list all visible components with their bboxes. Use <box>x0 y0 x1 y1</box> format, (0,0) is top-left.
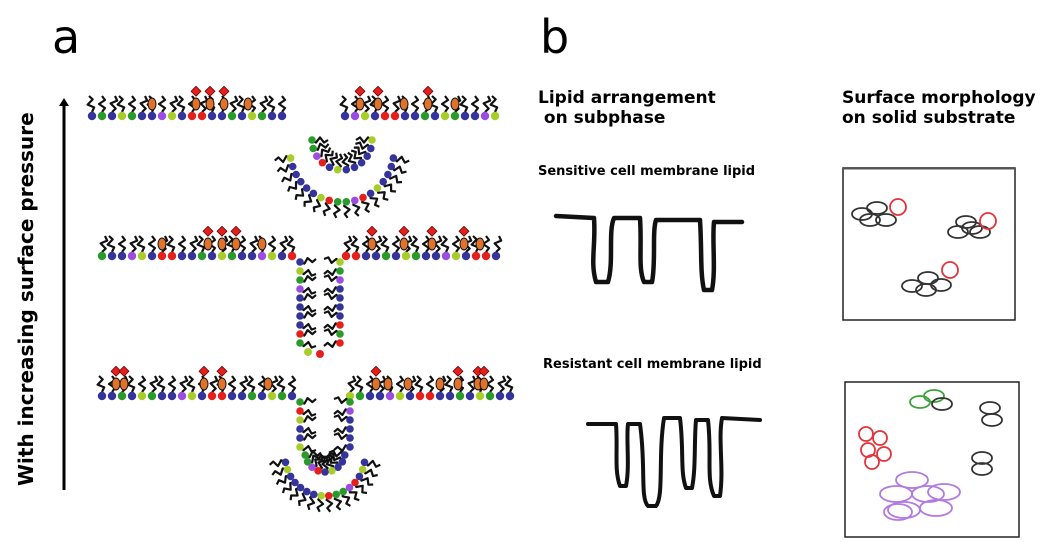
monolayer-high-pressure <box>96 365 515 513</box>
resistant-morphology-box <box>844 381 1020 538</box>
monolayer-schematics <box>86 85 515 513</box>
surface-morphology-header: Surface morphology on solid substrate <box>842 88 1036 128</box>
sensitive-lipid-label: Sensitive cell membrane lipid <box>538 164 756 179</box>
resistant-lipid-profile <box>586 416 762 508</box>
sensitive-morphology-box <box>842 167 1016 321</box>
sensitive-lipid-profile <box>553 213 745 293</box>
panel-b-letter: b <box>540 10 570 64</box>
lipid-arrangement-header: Lipid arrangement on subphase <box>538 88 716 128</box>
panel-a-letter: a <box>52 10 81 64</box>
monolayer-mid-pressure <box>97 225 503 358</box>
resistant-lipid-label: Resistant cell membrane lipid <box>543 357 762 372</box>
monolayer-low-pressure <box>86 85 500 219</box>
